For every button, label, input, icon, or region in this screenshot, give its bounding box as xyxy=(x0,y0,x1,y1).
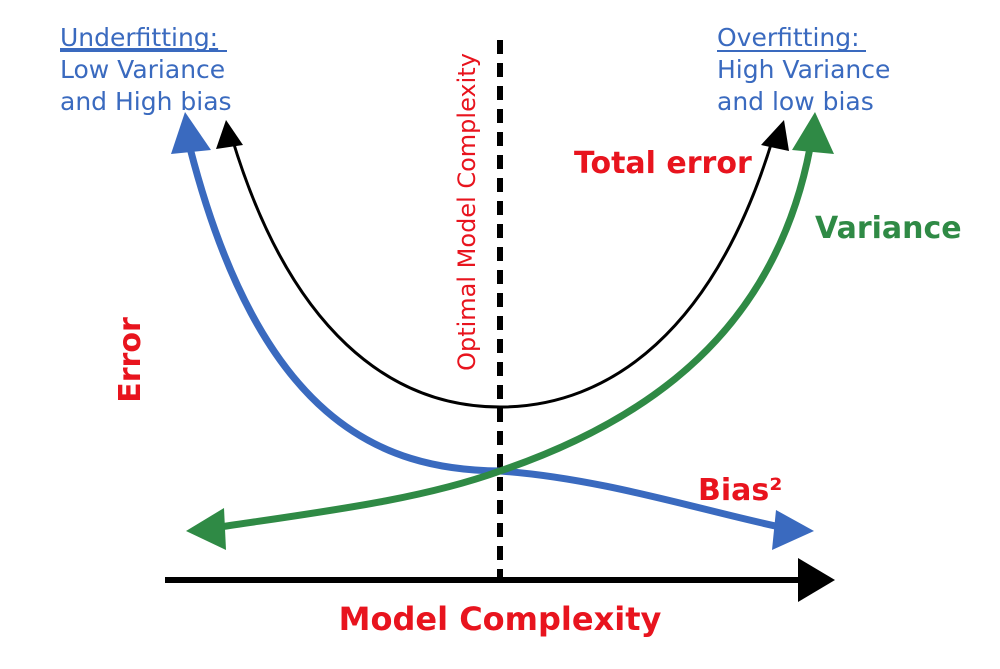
overfitting-line2: and low bias xyxy=(717,87,874,116)
overfitting-line1: High Variance xyxy=(717,55,890,84)
total-error-right-arrowhead xyxy=(761,120,789,151)
underfitting-title: Underfitting: xyxy=(60,23,218,52)
x-axis-arrowhead xyxy=(798,558,835,602)
bias-label: Bias² xyxy=(698,473,782,508)
x-axis-label: Model Complexity xyxy=(339,600,662,638)
total-error-label: Total error xyxy=(574,146,752,181)
total-error-left-arrowhead xyxy=(216,120,243,149)
overfitting-title: Overfitting: xyxy=(717,23,860,52)
underfitting-line1: Low Variance xyxy=(60,55,225,84)
y-axis-label: Error xyxy=(113,317,148,403)
variance-curve xyxy=(219,147,814,531)
optimal-complexity-label: Optimal Model Complexity xyxy=(453,53,481,371)
bias-curve xyxy=(186,147,781,531)
variance-label: Variance xyxy=(815,211,962,246)
variance-top-arrowhead xyxy=(792,112,834,154)
bias-top-arrowhead xyxy=(171,112,211,154)
bias-right-arrowhead xyxy=(772,510,814,550)
variance-left-arrowhead xyxy=(186,508,226,550)
underfitting-line2: and High bias xyxy=(60,87,232,116)
total-error-curve xyxy=(230,137,775,409)
